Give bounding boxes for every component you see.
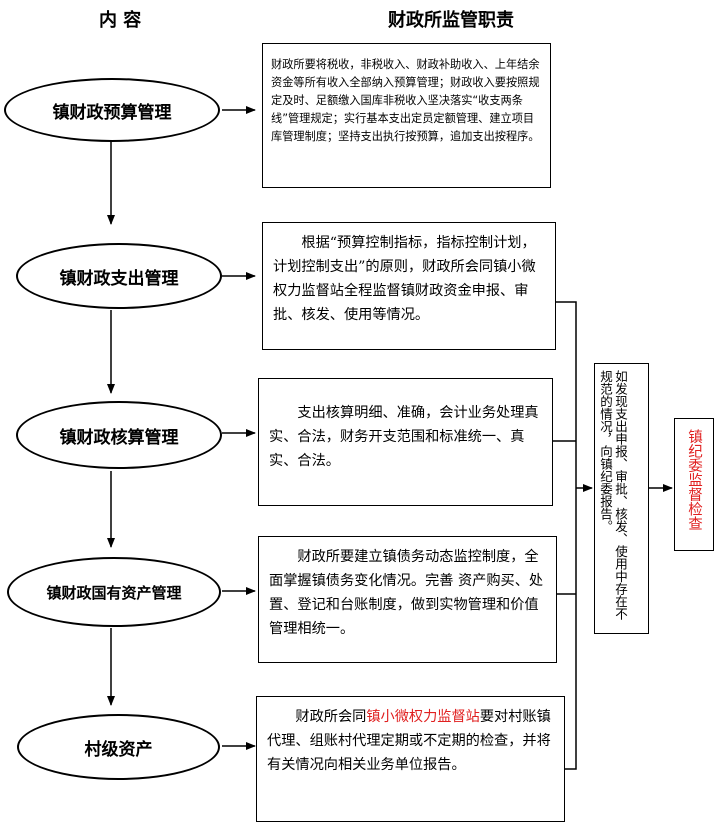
desc-text-state-assets: 财政所要建立镇债务动态监控制度，全面掌握镇债务变化情况。完善 资产购买、处置、登…: [269, 549, 544, 637]
node-village-assets: 村级资产: [17, 714, 220, 780]
node-expenditure-management: 镇财政支出管理: [16, 243, 222, 309]
final-text: 镇纪委监督检查: [686, 429, 702, 531]
node-state-assets-management: 镇财政国有资产管理: [7, 557, 221, 627]
final-box: 镇纪委监督检查: [674, 418, 714, 551]
report-box: 如发现支出申报、审批、核发、使用中存在不规范的情况，向镇纪委报告。: [594, 363, 649, 634]
node-budget-management: 镇财政预算管理: [4, 78, 220, 142]
desc-text-village-assets: 财政所会同镇小微权力监督站要对村账镇代理、组账村代理定期或不定期的检查，并将有关…: [267, 709, 551, 773]
desc-box-state-assets: 财政所要建立镇债务动态监控制度，全面掌握镇债务变化情况。完善 资产购买、处置、登…: [258, 536, 557, 663]
desc-text-accounting: 支出核算明细、准确，会计业务处理真实、合法，财务开支范围和标准统一、真实、合法。: [269, 405, 539, 469]
desc-box-budget: 财政所要将税收，非税收入、财政补助收入、上年结余资金等所有收入全部纳入预算管理；…: [262, 43, 551, 188]
desc-text-budget: 财政所要将税收，非税收入、财政补助收入、上年结余资金等所有收入全部纳入预算管理；…: [271, 58, 540, 143]
bracket-line: [556, 301, 577, 770]
desc-box-accounting: 支出核算明细、准确，会计业务处理真实、合法，财务开支范围和标准统一、真实、合法。: [258, 378, 553, 506]
desc-text-expenditure: 根据“预算控制指标，指标控制计划，计划控制支出”的原则，财政所会同镇小微权力监督…: [273, 235, 536, 323]
header-duties: 财政所监管职责: [388, 10, 514, 31]
node-accounting-management: 镇财政核算管理: [16, 401, 222, 469]
header-content: 内 容: [99, 10, 142, 31]
report-text: 如发现支出申报、审批、核发、使用中存在不规范的情况，向镇纪委报告。: [598, 370, 628, 620]
desc-box-village-assets: 财政所会同镇小微权力监督站要对村账镇代理、组账村代理定期或不定期的检查，并将有关…: [256, 696, 565, 822]
highlight-supervision-station: 镇小微权力监督站: [366, 709, 480, 725]
desc-box-expenditure: 根据“预算控制指标，指标控制计划，计划控制支出”的原则，财政所会同镇小微权力监督…: [262, 222, 556, 350]
